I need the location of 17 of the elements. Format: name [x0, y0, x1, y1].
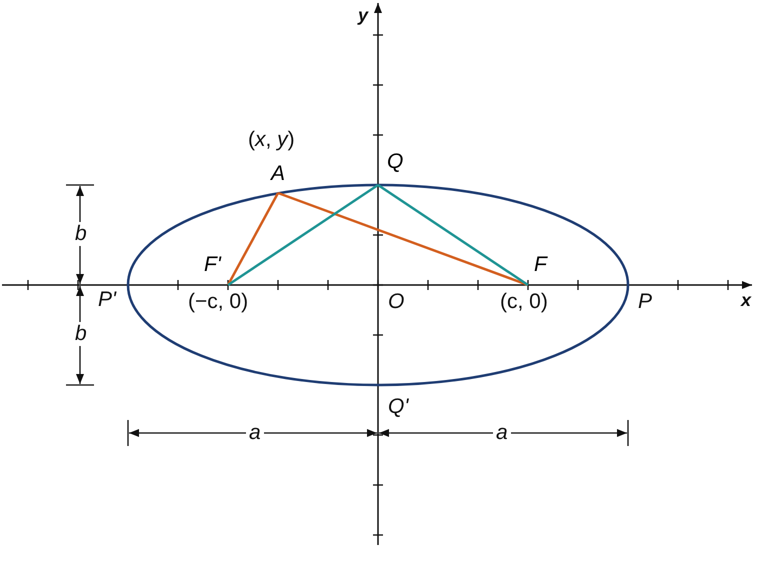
vertex-label: P'	[98, 288, 116, 312]
line-segment	[377, 184, 529, 286]
coordinate-label: (c, 0)	[500, 290, 548, 314]
vertex-label: P	[638, 290, 652, 314]
vertex-label: Q'	[388, 395, 408, 419]
point-label: Q	[387, 150, 404, 174]
origin-label: O	[388, 290, 404, 314]
coordinate-label: (−c, 0)	[188, 290, 248, 314]
line-segment	[227, 184, 379, 286]
line-segment	[226, 192, 280, 286]
point-label: F	[534, 253, 547, 277]
axis-label: x	[741, 289, 752, 312]
axis-label: y	[358, 4, 368, 27]
line-segment	[278, 192, 528, 286]
point-label: F'	[204, 253, 221, 277]
coordinate-label: (x, y)	[248, 128, 295, 152]
point-label: A	[271, 162, 286, 186]
